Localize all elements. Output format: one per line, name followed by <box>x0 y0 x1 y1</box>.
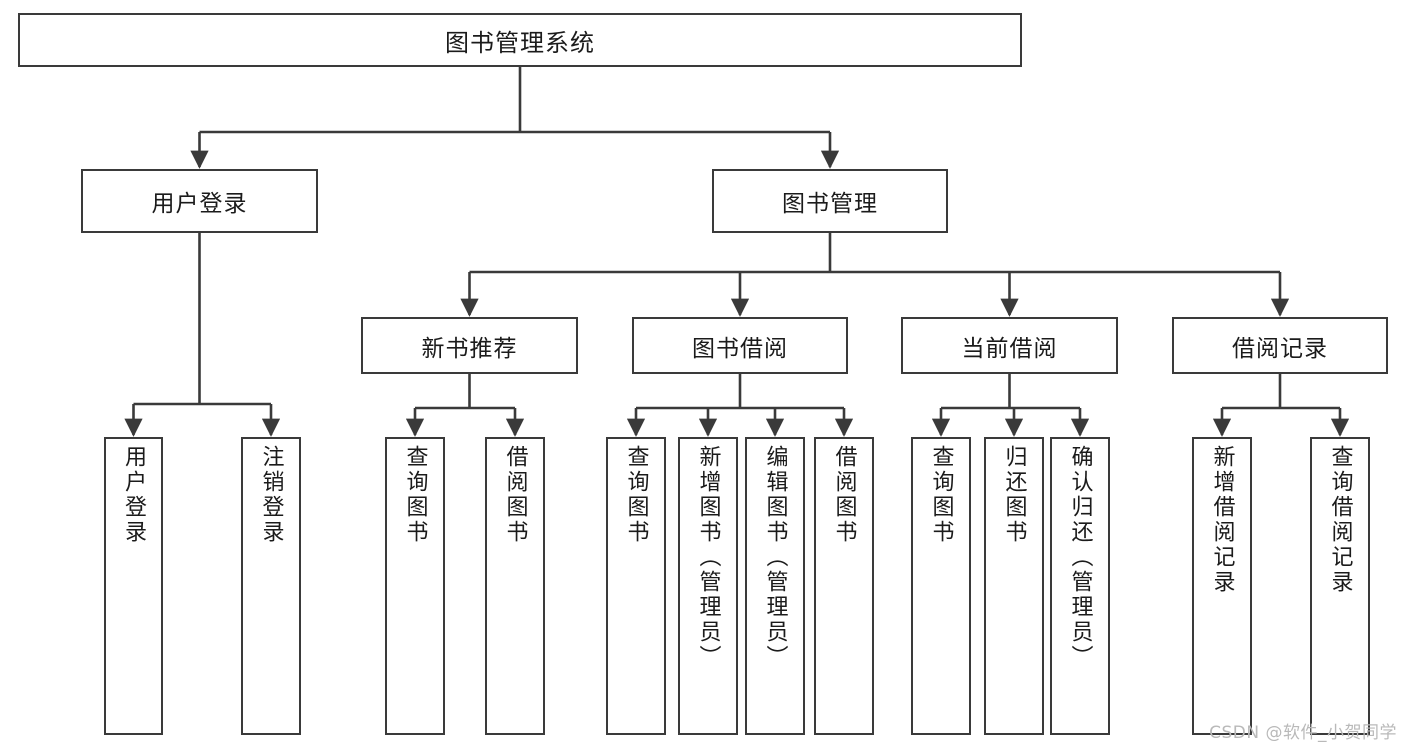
node-book-manage[interactable]: 图书管理 <box>712 169 948 233</box>
node-leaf-borrow-book-1[interactable]: 借阅图书 <box>485 437 545 735</box>
node-label: 注销登录 <box>258 445 284 545</box>
node-borrow-record[interactable]: 借阅记录 <box>1172 317 1388 374</box>
node-label: 新书推荐 <box>421 335 518 362</box>
node-label: 编辑图书（管理员） <box>762 445 788 670</box>
node-leaf-query-book-3[interactable]: 查询图书 <box>911 437 971 735</box>
node-leaf-return-book[interactable]: 归还图书 <box>984 437 1044 735</box>
node-leaf-query-book-1[interactable]: 查询图书 <box>385 437 445 735</box>
node-new-book-recommend[interactable]: 新书推荐 <box>361 317 578 374</box>
node-label: 新增图书（管理员） <box>695 445 721 670</box>
node-label: 查询图书 <box>928 445 954 545</box>
node-label: 新增借阅记录 <box>1209 445 1235 595</box>
node-label: 查询图书 <box>402 445 428 545</box>
node-label: 用户登录 <box>121 445 147 545</box>
node-label: 图书借阅 <box>692 335 788 362</box>
node-leaf-user-login[interactable]: 用户登录 <box>104 437 163 735</box>
node-leaf-edit-book-admin[interactable]: 编辑图书（管理员） <box>745 437 805 735</box>
node-label: 图书管理系统 <box>445 28 595 57</box>
node-label: 借阅图书 <box>831 445 857 545</box>
node-book-borrow[interactable]: 图书借阅 <box>632 317 848 374</box>
node-user-login[interactable]: 用户登录 <box>81 169 318 233</box>
node-current-borrow[interactable]: 当前借阅 <box>901 317 1118 374</box>
node-leaf-add-borrow-record[interactable]: 新增借阅记录 <box>1192 437 1252 735</box>
node-label: 查询借阅记录 <box>1327 445 1353 595</box>
node-leaf-borrow-book-2[interactable]: 借阅图书 <box>814 437 874 735</box>
node-leaf-query-borrow-record[interactable]: 查询借阅记录 <box>1310 437 1370 735</box>
node-leaf-logout-login[interactable]: 注销登录 <box>241 437 301 735</box>
node-label: 借阅记录 <box>1232 335 1328 362</box>
node-label: 图书管理 <box>782 191 878 217</box>
node-leaf-add-book-admin[interactable]: 新增图书（管理员） <box>678 437 738 735</box>
node-leaf-query-book-2[interactable]: 查询图书 <box>606 437 666 735</box>
node-root[interactable]: 图书管理系统 <box>18 13 1022 67</box>
node-label: 用户登录 <box>151 191 248 217</box>
node-label: 确认归还（管理员） <box>1067 445 1093 670</box>
node-label: 借阅图书 <box>502 445 528 545</box>
node-label: 当前借阅 <box>961 335 1058 362</box>
node-label: 归还图书 <box>1001 445 1027 545</box>
watermark-text: CSDN @软件_小贺同学 <box>1209 723 1397 743</box>
node-leaf-confirm-return-admin[interactable]: 确认归还（管理员） <box>1050 437 1110 735</box>
node-label: 查询图书 <box>623 445 649 545</box>
